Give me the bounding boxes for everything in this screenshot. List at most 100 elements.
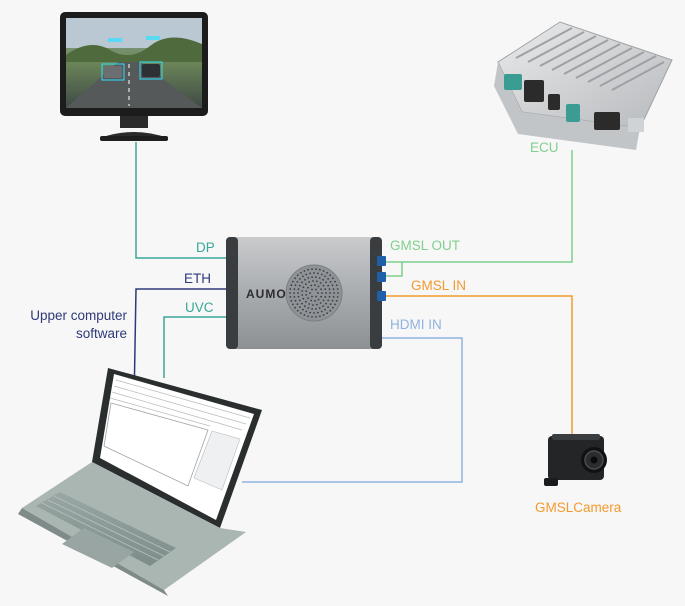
connection-lines	[133, 142, 573, 483]
grille-dot	[320, 288, 322, 291]
gmsl-out-label: GMSL OUT	[390, 238, 460, 253]
grille-dot	[320, 273, 323, 276]
grille-dot	[332, 296, 335, 298]
grille-dot	[297, 292, 299, 294]
grille-dot	[294, 284, 297, 287]
grille-dot	[335, 299, 338, 302]
grille-dot	[327, 278, 329, 280]
grille-dot	[315, 316, 317, 318]
laptop	[18, 368, 262, 596]
grille-dot	[311, 316, 313, 318]
grille-dot	[326, 272, 328, 274]
grille-dot	[315, 295, 317, 298]
grille-dot	[325, 292, 327, 294]
grille-dot	[311, 308, 313, 310]
hdmi-in-line	[242, 337, 463, 483]
grille-dot	[308, 281, 311, 283]
grille-dot	[319, 282, 322, 284]
grille-dot	[292, 280, 294, 283]
grille-dot	[296, 303, 299, 305]
grille-dot	[296, 281, 299, 283]
grille-dot	[297, 295, 300, 298]
grille-dot	[309, 272, 311, 275]
grille-dot	[325, 281, 327, 284]
grille-dot	[322, 299, 325, 302]
grille-dot	[317, 298, 320, 301]
grille-dot	[318, 277, 321, 279]
grille-dot	[313, 272, 315, 274]
grille-dot	[326, 312, 328, 314]
grille-dot	[296, 274, 299, 277]
grille-dot	[303, 314, 306, 316]
upper-computer-label-line2: software	[76, 326, 127, 341]
grille-dot	[313, 312, 315, 314]
grille-dot	[300, 272, 302, 274]
grille-dot	[316, 280, 318, 283]
grille-dot	[317, 311, 319, 314]
grille-dot	[294, 277, 296, 280]
grille-dot	[298, 299, 301, 302]
eth-label: ETH	[184, 271, 211, 286]
grille-dot	[320, 310, 323, 313]
grille-dot	[299, 306, 301, 308]
grille-dot	[305, 300, 307, 303]
grille-dot	[293, 296, 296, 298]
grille-dot	[329, 303, 332, 305]
grille-dot	[324, 308, 326, 311]
grille-dot	[333, 292, 335, 294]
grille-dot	[305, 273, 308, 276]
grille-dot	[311, 288, 313, 291]
grille-dot	[319, 302, 322, 304]
gmsl-in-line	[386, 295, 573, 434]
grille-dot	[309, 311, 311, 314]
grille-dot	[331, 284, 334, 287]
grille-dot	[299, 278, 301, 280]
grille-dot	[336, 296, 339, 298]
grille-dot	[298, 284, 301, 287]
grille-dot	[307, 307, 310, 309]
grille-dot	[312, 280, 314, 282]
grille-dot	[312, 304, 314, 306]
grille-dot	[293, 292, 295, 294]
grille-dot	[335, 284, 338, 287]
grille-dot	[302, 297, 305, 300]
grille-dot	[310, 299, 313, 302]
grille-dot	[302, 308, 304, 311]
gmsl-in-label: GMSL IN	[411, 278, 466, 293]
grille-dot	[321, 292, 323, 294]
upper-computer-label-line1: Upper computer	[30, 308, 127, 323]
grille-dot	[308, 303, 311, 305]
grille-dot	[316, 303, 318, 306]
aumo-device: AUMO	[226, 237, 386, 349]
grille-dot	[307, 297, 309, 300]
dp-label: DP	[196, 240, 215, 255]
grille-dot	[317, 292, 319, 294]
grille-dot	[315, 276, 317, 278]
grille-dot	[332, 306, 334, 309]
device-brand: AUMO	[246, 287, 287, 301]
grille-dot	[315, 268, 317, 270]
grille-dot	[324, 275, 326, 278]
grille-dot	[331, 299, 334, 302]
grille-dot	[329, 281, 332, 283]
grille-dot	[324, 288, 327, 290]
grille-dot	[319, 315, 321, 318]
grille-dot	[297, 288, 300, 291]
grille-dot	[289, 296, 292, 298]
grille-dot	[327, 284, 330, 287]
grille-dot	[329, 292, 331, 294]
grille-dot	[329, 309, 332, 312]
grille-dot	[322, 305, 324, 308]
grille-dot	[320, 295, 322, 298]
grille-dot	[332, 288, 335, 290]
gmsl-camera	[544, 434, 607, 486]
grille-dot	[304, 305, 306, 308]
grille-dot	[327, 306, 329, 308]
grille-dot	[296, 309, 299, 312]
grille-dot	[302, 275, 304, 278]
grille-dot	[324, 296, 327, 298]
uvc-line	[163, 316, 226, 378]
grille-dot	[314, 300, 316, 302]
grille-dot	[309, 292, 311, 294]
grille-dot	[304, 278, 306, 281]
